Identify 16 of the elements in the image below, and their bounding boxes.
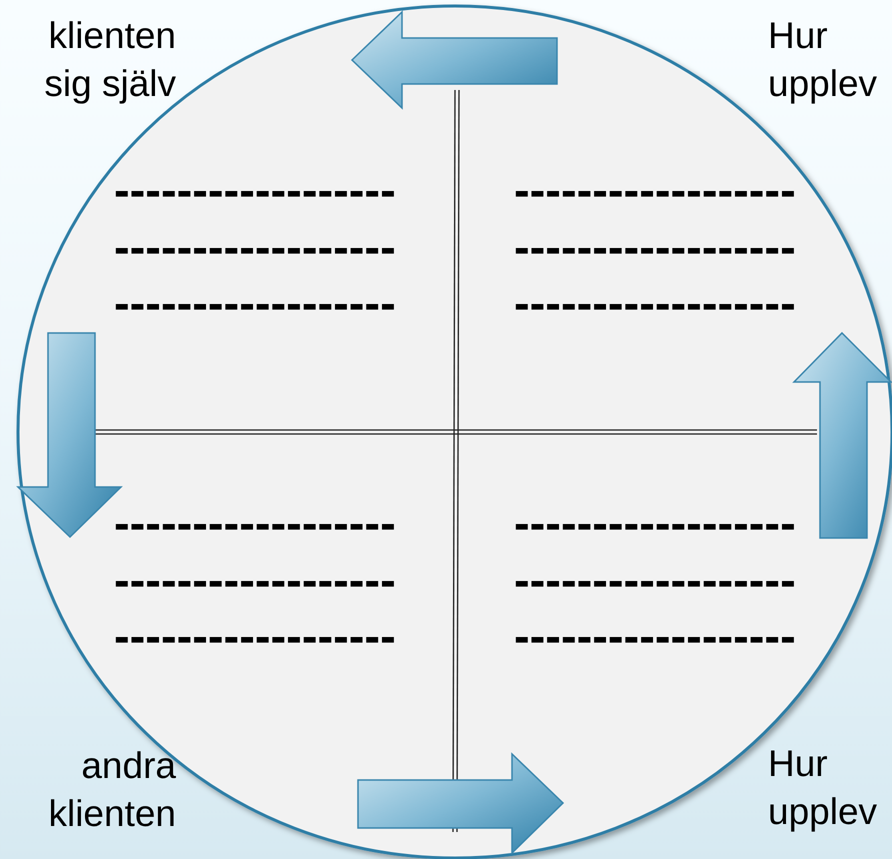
corner-label: klienten sig själv — [43, 14, 176, 106]
fill-in-line: ------------------ — [114, 227, 396, 267]
fill-in-line: ------------------ — [114, 503, 396, 543]
fill-in-line: ------------------ — [514, 170, 796, 210]
corner-label: andra klienten — [47, 744, 176, 836]
fill-in-line: ------------------ — [514, 616, 796, 656]
fill-in-line: ------------------ — [514, 283, 796, 323]
fill-in-line: ------------------ — [114, 283, 396, 323]
corner-label: Hur upplev — [768, 14, 878, 106]
fill-in-line: ------------------ — [514, 227, 796, 267]
fill-in-line: ------------------ — [114, 170, 396, 210]
fill-in-line: ------------------ — [114, 560, 396, 600]
fill-in-line: ------------------ — [514, 560, 796, 600]
fill-in-line: ------------------ — [514, 503, 796, 543]
fill-in-line: ------------------ — [114, 616, 396, 656]
corner-label: Hur upplev — [768, 742, 878, 834]
